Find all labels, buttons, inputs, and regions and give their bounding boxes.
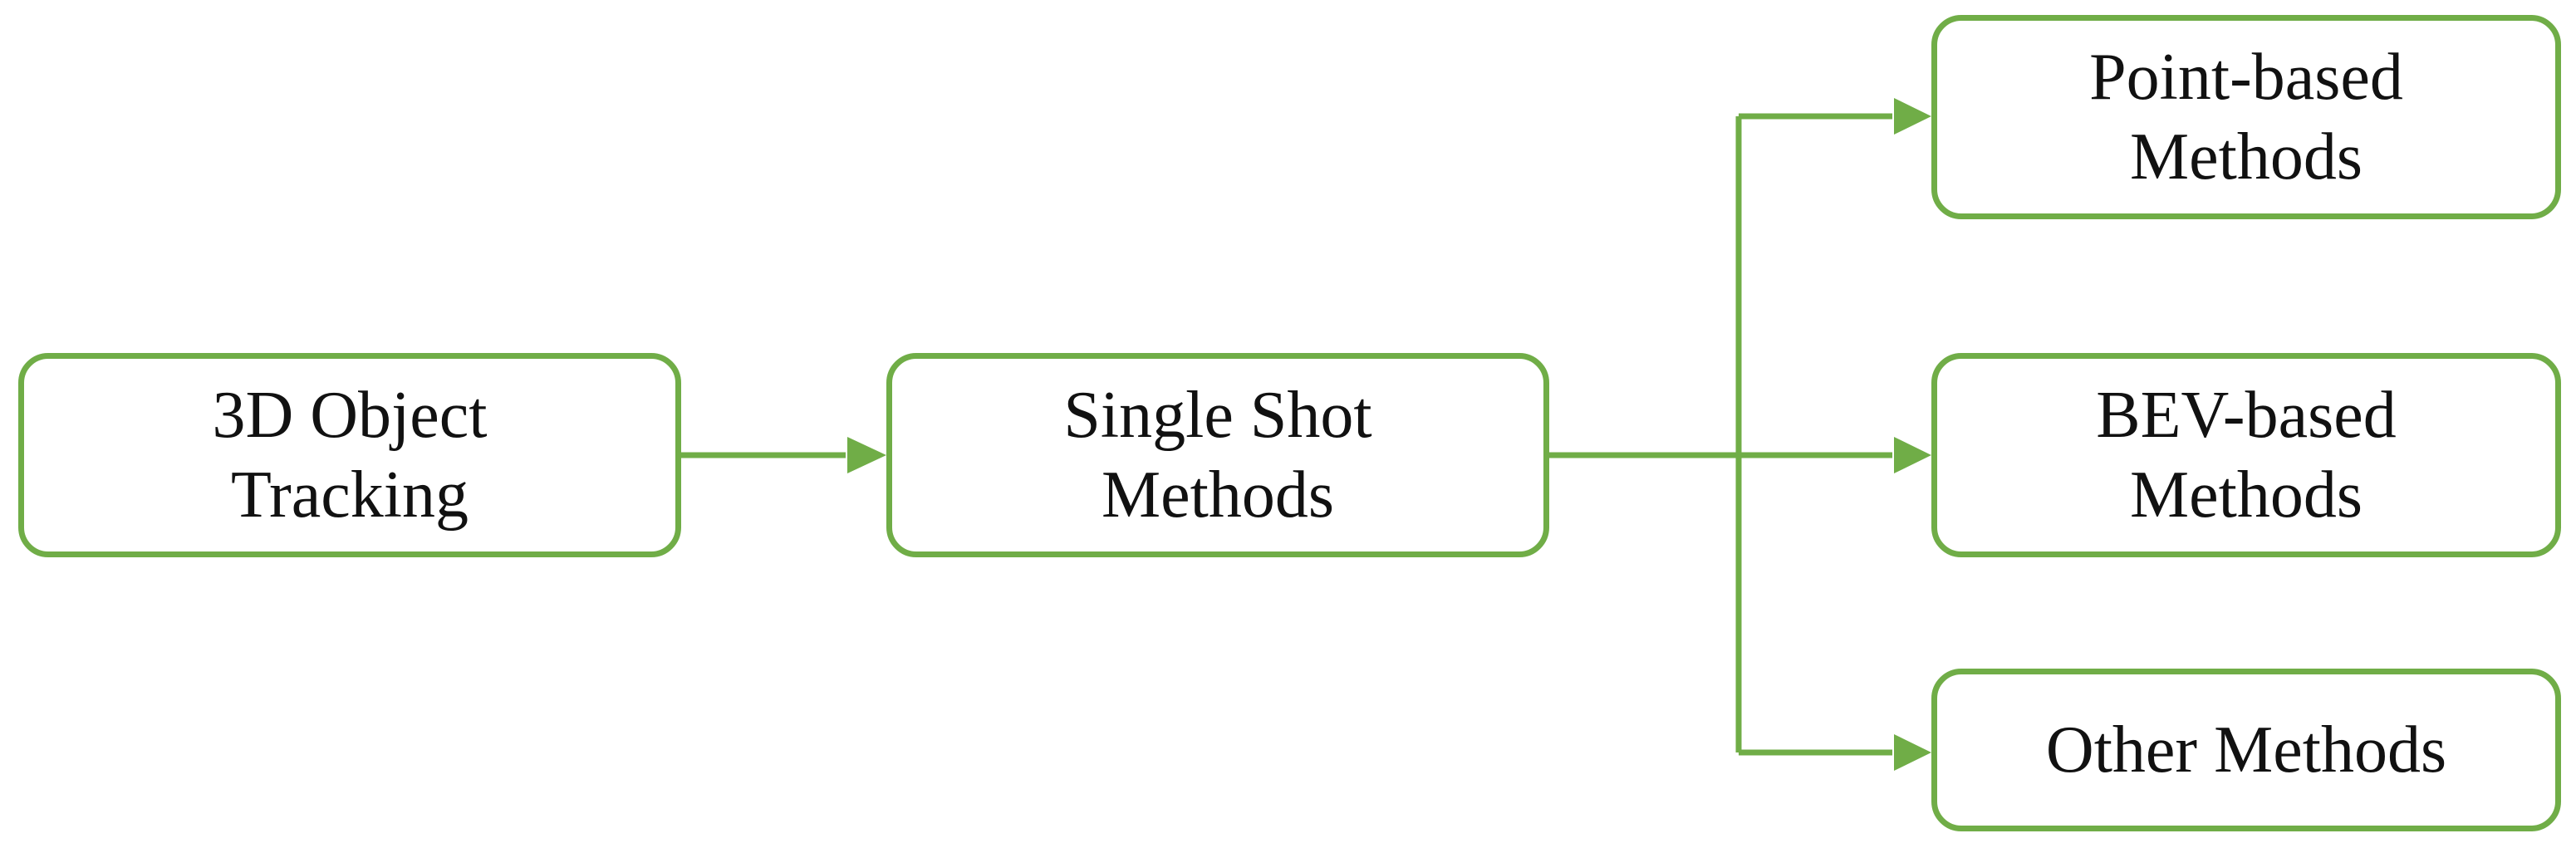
arrowhead-to-other (1894, 734, 1931, 771)
node-other-methods: Other Methods (1931, 669, 2561, 831)
node-label-line: Methods (2129, 120, 2363, 194)
arrowhead-to-bev (1894, 437, 1931, 473)
node-label-line: 3D Object (212, 379, 488, 452)
arrowhead-root-to-single (847, 437, 886, 473)
node-label-line: Methods (2129, 458, 2363, 532)
node-bev-based-methods: BEV-based Methods (1931, 353, 2561, 557)
node-label-line: Point-based (2089, 41, 2403, 114)
node-label-line: Methods (1101, 458, 1334, 532)
node-label-line: BEV-based (2096, 379, 2397, 452)
arrowhead-to-point (1894, 98, 1931, 135)
node-3d-object-tracking: 3D Object Tracking (18, 353, 681, 557)
node-label-line: Tracking (231, 458, 469, 532)
node-label-line: Single Shot (1063, 379, 1372, 452)
node-label-line: Other Methods (2045, 713, 2447, 787)
node-single-shot-methods: Single Shot Methods (886, 353, 1549, 557)
node-point-based-methods: Point-based Methods (1931, 15, 2561, 219)
